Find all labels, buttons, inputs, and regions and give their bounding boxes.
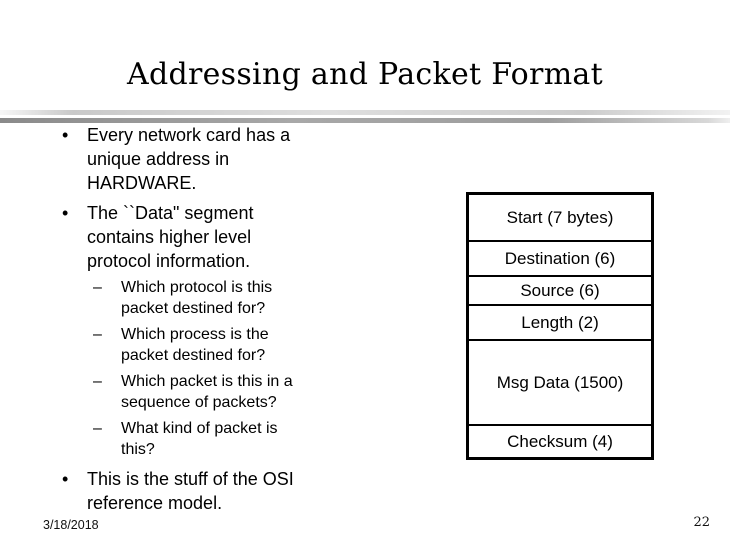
sub-bullet-text: Which protocol is this packet destined f… bbox=[121, 279, 273, 317]
sub-bullet-marker: – bbox=[93, 279, 102, 296]
packet-format-diagram: Start (7 bytes) Destination (6) Source (… bbox=[466, 192, 654, 460]
slide-title: Addressing and Packet Format bbox=[127, 57, 603, 92]
packet-row-msg-data: Msg Data (1500) bbox=[469, 339, 651, 424]
packet-row-start: Start (7 bytes) bbox=[506, 207, 614, 227]
packet-row-source: Source (6) bbox=[469, 275, 651, 304]
bullet-item: • Every network card has a unique addres… bbox=[45, 123, 385, 195]
title-divider-light bbox=[0, 110, 730, 115]
bullet-marker: • bbox=[62, 469, 69, 489]
bullet-marker: • bbox=[62, 125, 69, 145]
sub-bullet-item: – What kind of packet is this? bbox=[93, 418, 385, 460]
sub-bullet-marker: – bbox=[93, 326, 102, 343]
bullet-marker: • bbox=[62, 203, 69, 223]
title-divider-dark bbox=[0, 118, 730, 123]
bullet-item: • The ``Data" segment contains higher le… bbox=[45, 201, 385, 273]
sub-bullet-text: Which process is the packet destined for… bbox=[121, 326, 269, 364]
packet-row-destination: Destination (6) bbox=[469, 240, 651, 275]
bullet-item: • This is the stuff of the OSI reference… bbox=[45, 467, 385, 515]
sub-bullet-text: What kind of packet is this? bbox=[121, 420, 278, 458]
sub-bullet-item: – Which packet is this in a sequence of … bbox=[93, 371, 385, 413]
bullet-text: The ``Data" segment contains higher leve… bbox=[87, 203, 254, 271]
sub-bullet-marker: – bbox=[93, 420, 102, 437]
sub-bullet-item: – Which process is the packet destined f… bbox=[93, 324, 385, 366]
footer-date: 3/18/2018 bbox=[43, 518, 99, 532]
bullet-text: This is the stuff of the OSI reference m… bbox=[87, 469, 294, 513]
sub-bullet-text: Which packet is this in a sequence of pa… bbox=[121, 373, 293, 411]
bullet-text: Every network card has a unique address … bbox=[87, 125, 291, 193]
sub-bullet-item: – Which protocol is this packet destined… bbox=[93, 277, 385, 319]
sub-bullet-marker: – bbox=[93, 373, 102, 390]
packet-row-length: Length (2) bbox=[469, 304, 651, 339]
bullet-list: • Every network card has a unique addres… bbox=[45, 123, 385, 521]
packet-row-checksum: Checksum (4) bbox=[469, 424, 651, 457]
sub-bullet-list: – Which protocol is this packet destined… bbox=[93, 277, 385, 460]
page-number: 22 bbox=[693, 515, 710, 530]
